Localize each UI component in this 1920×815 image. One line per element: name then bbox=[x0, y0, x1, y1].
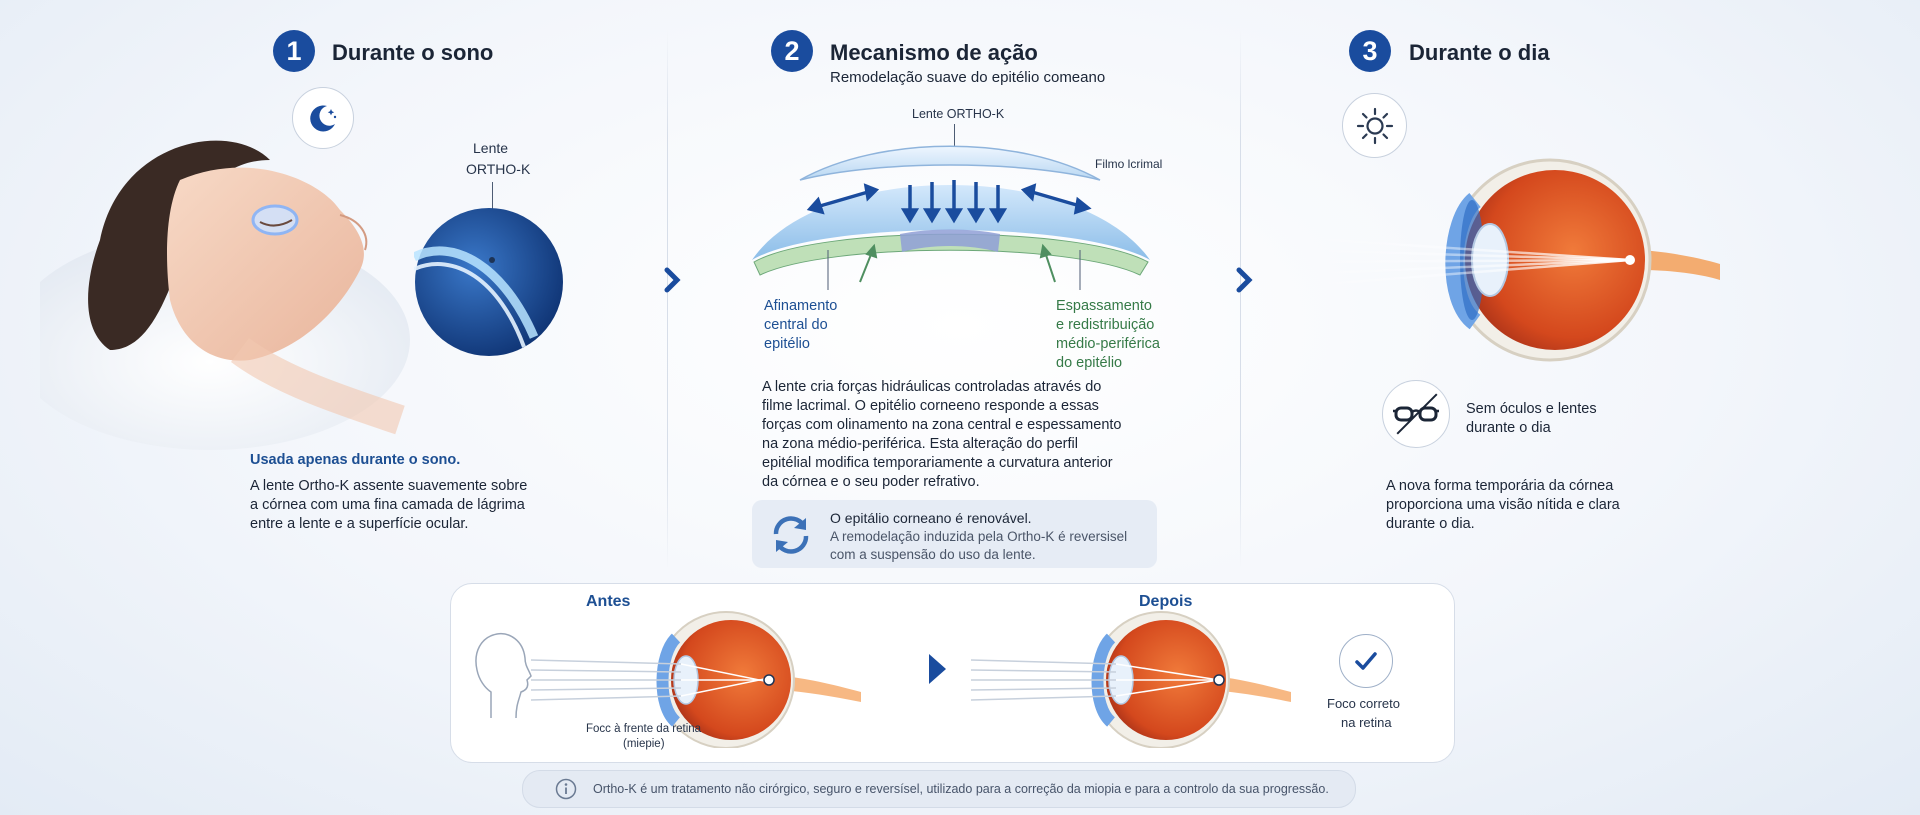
label-peripheral-thickening-3: médio-periférica bbox=[1056, 336, 1160, 352]
after-caption-2: na retina bbox=[1341, 715, 1392, 730]
after-title: Depois bbox=[1139, 593, 1193, 610]
day-body-3: durante o dia. bbox=[1386, 516, 1475, 532]
mechanism-body-2: filme lacrimal. O epitélio corneeno resp… bbox=[762, 398, 1099, 414]
after-caption-1: Foco correto bbox=[1327, 696, 1400, 711]
label-peripheral-thickening-4: do epitélio bbox=[1056, 355, 1123, 371]
lens-label-line1: Lente bbox=[473, 140, 509, 156]
note-line-2: com a suspensão do uso da lente. bbox=[830, 547, 1036, 562]
mechanism-body-4: na zona médio-periférica. Esta alteração… bbox=[762, 436, 1078, 452]
footer-text: Ortho-K é um tratamento não cirórgico, s… bbox=[593, 782, 1329, 796]
note-line-1: A remodelação induzida pela Ortho-K é re… bbox=[830, 529, 1128, 544]
note-title: O epitálio corneano é renovável. bbox=[830, 510, 1032, 526]
step-number-2: 2 bbox=[771, 30, 813, 72]
eye-anatomy-illustration bbox=[1300, 158, 1720, 362]
caption-line-1: A lente Ortho-K assente suavemente sobre bbox=[250, 478, 528, 494]
chevron-right-icon bbox=[664, 267, 681, 293]
renewable-note: O epitálio corneano é renovável. A remod… bbox=[752, 500, 1157, 568]
step-number-3: 3 bbox=[1349, 30, 1391, 72]
label-central-thinning-3: epitélio bbox=[764, 336, 810, 352]
no-glasses-line-1: Sem óculos e lentes bbox=[1466, 401, 1597, 417]
glasses-crossed-icon bbox=[1382, 380, 1450, 448]
lens-label-line2: ORTHO-K bbox=[466, 161, 531, 177]
chevron-right-icon bbox=[1236, 267, 1253, 293]
divider-1-2 bbox=[667, 30, 668, 570]
lens-closeup-circle bbox=[414, 208, 563, 356]
section-subtitle-mechanism: Remodelação suave do epitélio comeano bbox=[830, 69, 1106, 86]
head-profile-outline bbox=[475, 632, 532, 719]
footer-note: Ortho-K é um tratamento não cirórgico, s… bbox=[522, 770, 1356, 808]
arrow-right-icon bbox=[929, 654, 946, 684]
label-peripheral-thickening-1: Espassamento bbox=[1056, 298, 1152, 314]
caption-line-3: entre a lente e a superfície ocular. bbox=[250, 516, 469, 532]
label-peripheral-thickening-2: e redistribuição bbox=[1056, 317, 1155, 333]
sun-icon bbox=[1342, 93, 1407, 158]
no-glasses-line-2: durante o dia bbox=[1466, 420, 1551, 436]
section-title-mechanism: Mecanismo de ação bbox=[830, 40, 1038, 65]
caption-line-2: a córnea com uma fina camada de lágrima bbox=[250, 497, 525, 513]
label-central-thinning-2: central do bbox=[764, 317, 828, 333]
step-number-1: 1 bbox=[273, 30, 315, 72]
before-after-panel: Antes Depois F bbox=[450, 583, 1455, 763]
caption-title-sleep: Usada apenas durante o sono. bbox=[250, 452, 461, 468]
mechanism-body-1: A lente cria forças hidráulicas controla… bbox=[762, 379, 1102, 395]
film-label: Filmo lcrimal bbox=[1095, 157, 1163, 171]
cornea-cross-section bbox=[752, 145, 1150, 290]
before-title: Antes bbox=[586, 593, 631, 610]
after-eye-illustration bbox=[971, 611, 1291, 748]
lens-label-pointer bbox=[954, 124, 955, 162]
mechanism-body-5: epitélial modifica temporariamente a cur… bbox=[762, 455, 1113, 471]
refresh-icon bbox=[773, 516, 809, 554]
mechanism-body-6: da córnea e o seu poder refrativo. bbox=[762, 474, 980, 490]
lens-label: Lente ORTHO-K bbox=[912, 107, 1005, 121]
day-body-2: proporciona uma visão nítida e clara bbox=[1386, 497, 1620, 513]
mechanism-body-3: forças com olinamento na zona central e … bbox=[762, 417, 1122, 433]
section-title-sleep: Durante o sono bbox=[332, 40, 494, 65]
before-caption-1: Focc à frente da retina bbox=[586, 723, 702, 735]
moon-stars-icon bbox=[292, 87, 354, 149]
before-eye-illustration bbox=[531, 611, 861, 748]
label-central-thinning-1: Afinamento bbox=[764, 298, 838, 314]
day-body-1: A nova forma temporária da córnea bbox=[1386, 478, 1614, 494]
info-icon bbox=[555, 778, 577, 800]
check-icon bbox=[1339, 634, 1393, 688]
sleeping-woman-illustration bbox=[40, 140, 410, 450]
divider-2-3 bbox=[1240, 30, 1241, 570]
before-caption-2: (miepie) bbox=[623, 738, 665, 750]
section-title-day: Durante o dia bbox=[1409, 40, 1550, 65]
